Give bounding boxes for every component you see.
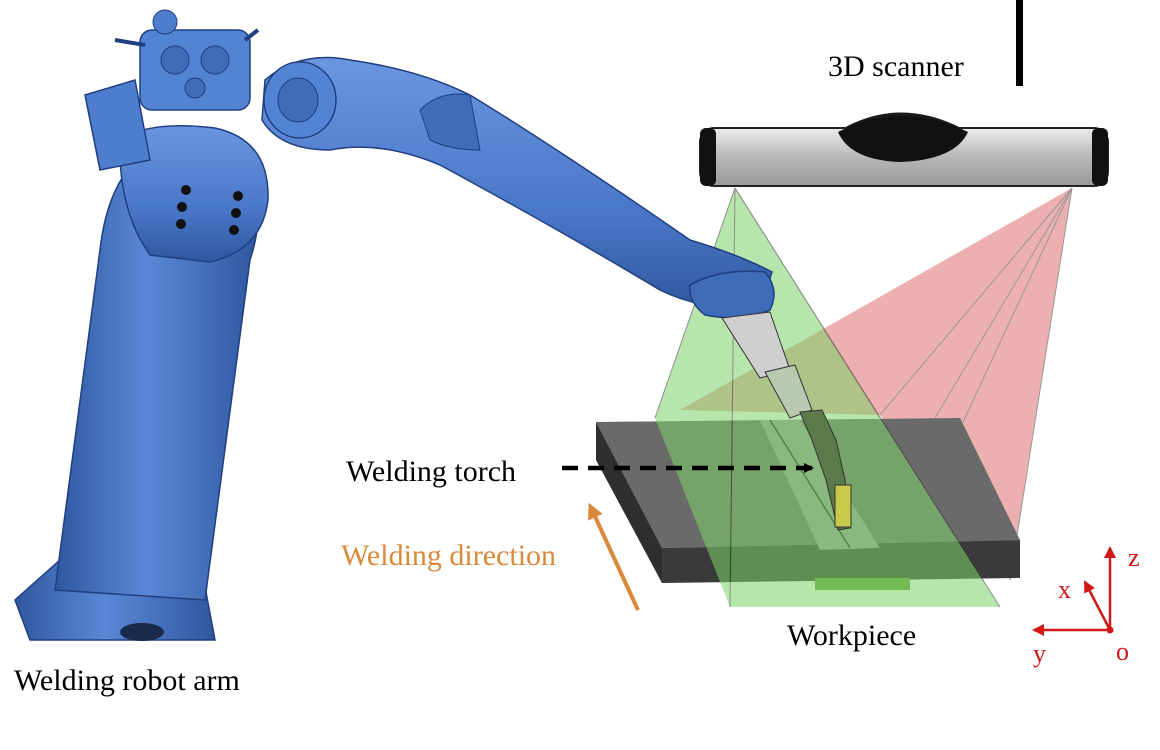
- 3d-scanner: [699, 112, 1109, 187]
- scanner-mount-post: [1016, 0, 1023, 86]
- welding-torch: [721, 311, 852, 531]
- torch-label: Welding torch: [346, 455, 516, 488]
- scanner-label: 3D scanner: [828, 50, 964, 83]
- coordinate-axes: z x y o: [1032, 543, 1140, 668]
- axis-z-label: z: [1128, 543, 1140, 572]
- robot-label: Welding robot arm: [14, 664, 240, 697]
- welding-robot-arm: [14, 9, 775, 641]
- axis-x-label: x: [1058, 575, 1071, 604]
- direction-label: Welding direction: [341, 539, 556, 572]
- workpiece-label: Workpiece: [787, 619, 916, 652]
- axis-y-label: y: [1033, 639, 1046, 668]
- axis-origin-label: o: [1116, 637, 1129, 666]
- welding-direction-arrow: [588, 502, 640, 611]
